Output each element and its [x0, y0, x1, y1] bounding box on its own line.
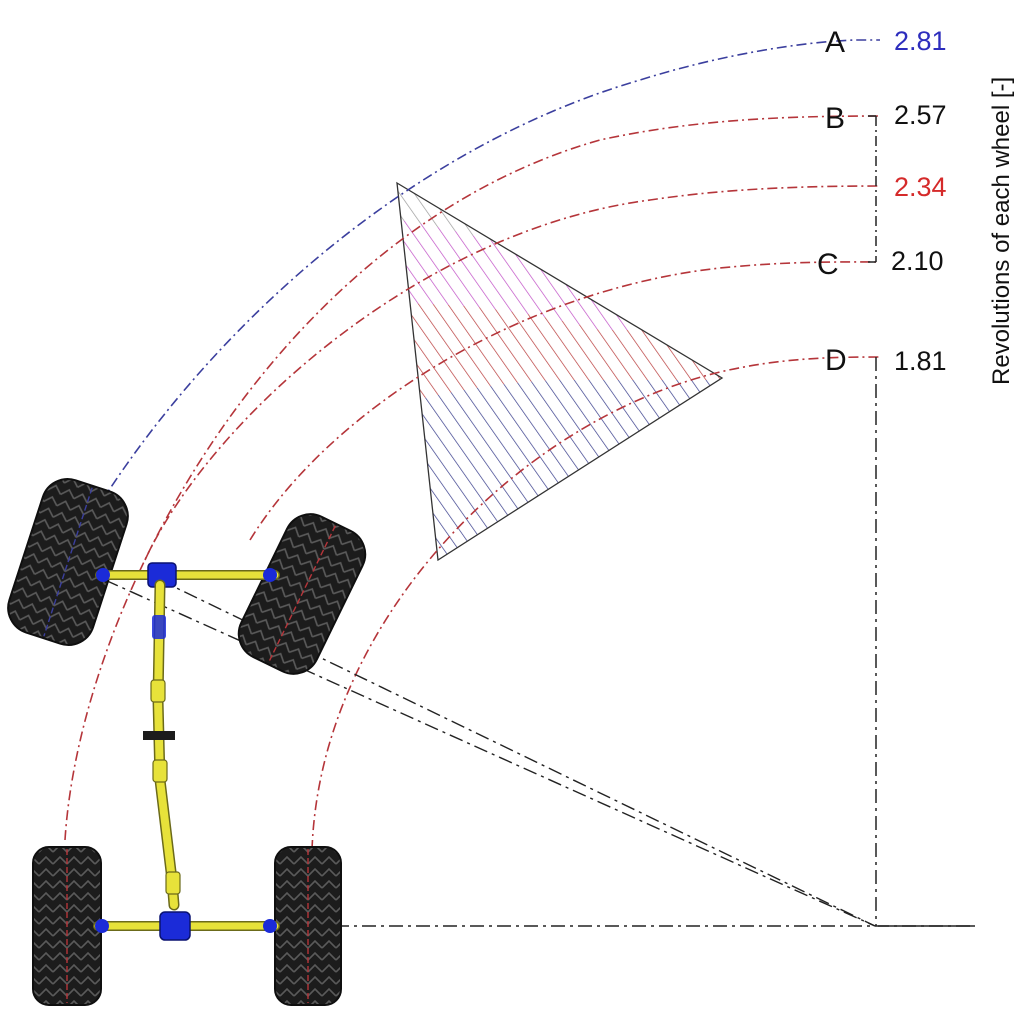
- path-b-value: 2.57: [894, 100, 947, 130]
- path-labels: A 2.81 B 2.57 2.34 C 2.10 D 1.81: [817, 26, 947, 377]
- path-d-value: 1.81: [894, 346, 947, 376]
- path-d-arc: [311, 356, 881, 851]
- front-right-wheel: [237, 513, 367, 675]
- axis-title: Revolutions of each wheel [-]: [988, 77, 1015, 385]
- drive-shaft: [143, 579, 181, 911]
- front-axle: [95, 562, 280, 588]
- path-c-letter: C: [817, 248, 839, 281]
- value-bracket: [868, 115, 877, 926]
- path-mid-value: 2.34: [894, 172, 947, 202]
- rear-axle: [93, 911, 280, 941]
- turning-paths: [64, 39, 881, 851]
- triangle-outline: [396, 181, 724, 562]
- path-mid-arc: [144, 185, 881, 561]
- path-c-value: 2.10: [891, 246, 944, 276]
- band-mid-c: [397, 303, 722, 440]
- rear-right-wheel: [274, 846, 342, 1006]
- front-left-wheel: [7, 478, 129, 646]
- path-a-arc: [89, 39, 880, 521]
- path-b-letter: B: [825, 102, 845, 135]
- band-b-mid: [397, 210, 722, 330]
- path-a-value: 2.81: [894, 26, 947, 56]
- vehicle-chassis: [7, 478, 367, 1006]
- rear-left-wheel: [32, 846, 102, 1006]
- path-a-letter: A: [825, 26, 845, 59]
- band-c-d: [397, 380, 722, 560]
- path-d-letter: D: [825, 344, 847, 377]
- turning-center-guides: [104, 579, 975, 927]
